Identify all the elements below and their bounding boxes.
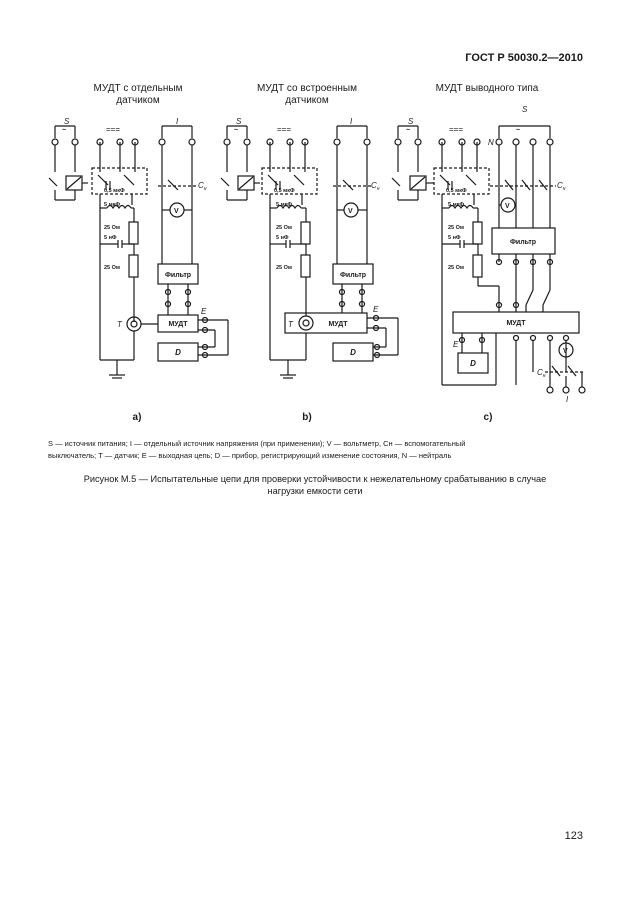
cap-small-c: 5 мкФ xyxy=(448,202,464,208)
cap-nf-b: 5 нФ xyxy=(276,235,289,241)
label-N-c: N xyxy=(488,138,494,147)
cap-main-b: 0,5 мкФ xyxy=(274,188,295,194)
label-dc-b: === xyxy=(277,125,291,134)
rcd-a: МУДТ xyxy=(168,321,188,328)
tilde-b: ~ xyxy=(234,127,238,134)
cap-main-c: 0,5 мкФ xyxy=(446,188,467,194)
cap-small-b: 5 мкФ xyxy=(276,202,292,208)
panel-a-title-line2: датчиком xyxy=(116,95,160,106)
legend-line-1: S — источник питания; I — отдельный исто… xyxy=(48,439,466,448)
label-Cn-b: Cн xyxy=(371,181,380,192)
tilde-a: ~ xyxy=(62,127,66,134)
voltmeter-c2: V xyxy=(563,348,568,355)
recorder-b: D xyxy=(350,348,356,357)
res1-c: 25 Ом xyxy=(448,225,464,231)
cap-small-a: 5 мкФ xyxy=(104,202,120,208)
label-Cn-a: Cн xyxy=(198,181,207,192)
label-S-c: S xyxy=(408,117,414,126)
label-Cn-c1: Cн xyxy=(557,181,566,192)
panel-c-title: МУДТ выводного типа xyxy=(436,83,539,94)
recorder-a: D xyxy=(175,348,181,357)
tilde-c2: ~ xyxy=(516,127,520,134)
page-number: 123 xyxy=(564,830,583,842)
res2-c: 25 Ом xyxy=(448,265,464,271)
caption-line-1: Рисунок М.5 — Испытательные цепи для про… xyxy=(83,474,547,484)
figure-caption: Рисунок М.5 — Испытательные цепи для про… xyxy=(40,473,590,497)
label-I-a: I xyxy=(176,117,179,126)
label-T-a: T xyxy=(117,320,123,329)
filter-c: Фильтр xyxy=(510,239,536,246)
recorder-c: D xyxy=(470,359,476,368)
label-I-c2: I xyxy=(566,395,569,404)
label-dc-c: === xyxy=(449,125,463,134)
label-E-b: E xyxy=(373,305,379,314)
label-S-a: S xyxy=(64,117,70,126)
label-E-c: E xyxy=(453,340,459,349)
panel-label-c: c) xyxy=(484,412,493,423)
label-S-b: S xyxy=(236,117,242,126)
caption-line-2: нагрузки емкости сети xyxy=(267,486,363,496)
rcd-c: МУДТ xyxy=(506,320,526,327)
cap-nf-c: 5 нФ xyxy=(448,235,461,241)
label-E-a: E xyxy=(201,307,207,316)
test-circuit-figure: МУДТ с отдельным датчиком МУДТ со встрое… xyxy=(48,83,586,423)
cap-nf-a: 5 нФ xyxy=(104,235,117,241)
legend-line-2: выключатель; T — датчик; E — выходная це… xyxy=(48,451,452,460)
tilde-c: ~ xyxy=(406,127,410,134)
cap-main-a: 0,5 мкФ xyxy=(104,188,125,194)
panel-label-a: a) xyxy=(133,412,142,423)
label-I-b: I xyxy=(350,117,353,126)
voltmeter-a: V xyxy=(174,208,179,215)
voltmeter-c1: V xyxy=(505,203,510,210)
panel-label-b: b) xyxy=(302,412,311,423)
figure-legend: S — источник питания; I — отдельный исто… xyxy=(48,438,582,462)
label-I-c: S xyxy=(522,105,528,114)
voltmeter-b: V xyxy=(348,208,353,215)
panel-b-title-line2: датчиком xyxy=(285,95,329,106)
document-header: ГОСТ Р 50030.2—2010 xyxy=(465,52,583,64)
res2-a: 25 Ом xyxy=(104,265,120,271)
label-dc-a: === xyxy=(106,125,120,134)
rcd-b: МУДТ xyxy=(328,321,348,328)
res1-b: 25 Ом xyxy=(276,225,292,231)
label-Cn-c2: Cн xyxy=(537,368,546,379)
res2-b: 25 Ом xyxy=(276,265,292,271)
filter-b: Фильтр xyxy=(340,272,366,279)
panel-a-title-line1: МУДТ с отдельным xyxy=(94,83,183,94)
filter-a: Фильтр xyxy=(165,272,191,279)
panel-b-title-line1: МУДТ со встроенным xyxy=(257,83,357,94)
label-T-b: T xyxy=(288,320,294,329)
res1-a: 25 Ом xyxy=(104,225,120,231)
